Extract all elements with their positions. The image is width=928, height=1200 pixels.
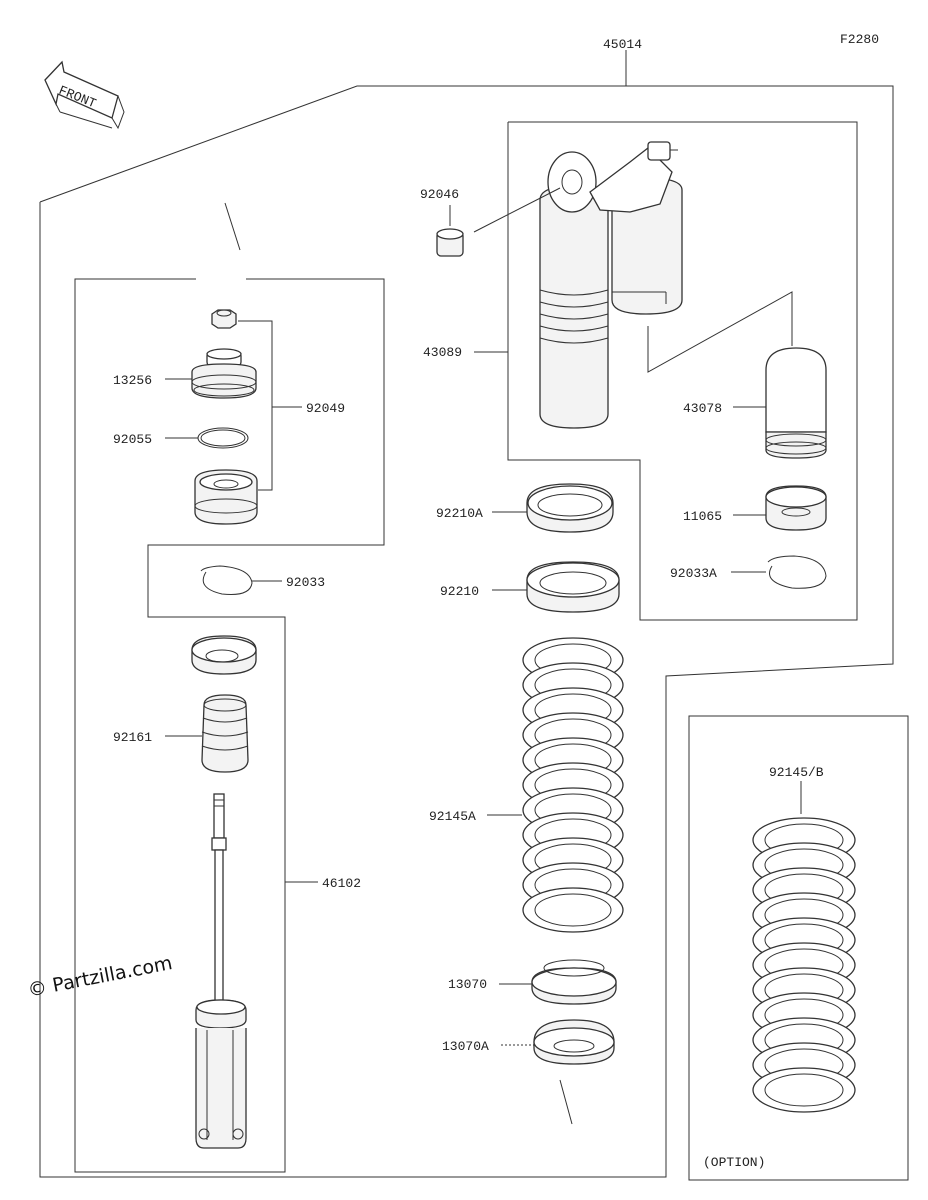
part-13070 <box>531 959 617 1005</box>
label-92145A: 92145A <box>429 809 476 824</box>
part-92161 <box>201 694 249 773</box>
figure-code: F2280 <box>840 32 879 47</box>
assembly-outline <box>39 85 894 1178</box>
label-92033A: 92033A <box>670 566 717 581</box>
label-92033: 92033 <box>286 575 325 590</box>
spring-coil-inner <box>764 1073 844 1107</box>
spring-coil <box>752 1067 856 1113</box>
label-92210A: 92210A <box>436 506 483 521</box>
label-45014: 45014 <box>603 37 642 52</box>
part-92145B <box>752 817 856 1113</box>
washer-cap-part <box>191 635 257 675</box>
piston-rod-group-outline <box>74 278 385 1173</box>
part-92210 <box>526 561 620 613</box>
front-arrow-icon: FRONT <box>44 60 125 130</box>
label-92145B: 92145/B <box>769 765 824 780</box>
label-92046: 92046 <box>420 187 459 202</box>
label-13070: 13070 <box>448 977 487 992</box>
part-92046 <box>436 228 464 257</box>
part-92210A <box>526 483 614 533</box>
part-13070A <box>533 1019 615 1065</box>
part-92145A <box>522 637 624 933</box>
part-46102 <box>195 793 247 1149</box>
label-43078: 43078 <box>683 401 722 416</box>
label-13070A: 13070A <box>442 1039 489 1054</box>
option-group-outline <box>688 715 909 1181</box>
label-92049: 92049 <box>306 401 345 416</box>
label-13256: 13256 <box>113 373 152 388</box>
damper-group-outline <box>507 121 858 621</box>
part-92033A <box>767 555 827 589</box>
spring-coil-inner <box>534 893 612 927</box>
part-92033 <box>200 565 253 595</box>
label-46102: 46102 <box>322 876 361 891</box>
part-11065 <box>765 485 827 531</box>
part-43078 <box>765 347 827 459</box>
part-92055 <box>197 427 249 449</box>
part-13256 <box>191 348 257 399</box>
label-92210: 92210 <box>440 584 479 599</box>
option-label: (OPTION) <box>703 1155 765 1170</box>
spring-coil <box>522 887 624 933</box>
label-92055: 92055 <box>113 432 152 447</box>
nut-part <box>211 309 237 329</box>
seal-holder-part <box>194 469 258 525</box>
label-43089: 43089 <box>423 345 462 360</box>
label-92161: 92161 <box>113 730 152 745</box>
part-43089 <box>539 141 683 429</box>
label-11065: 11065 <box>683 509 722 524</box>
